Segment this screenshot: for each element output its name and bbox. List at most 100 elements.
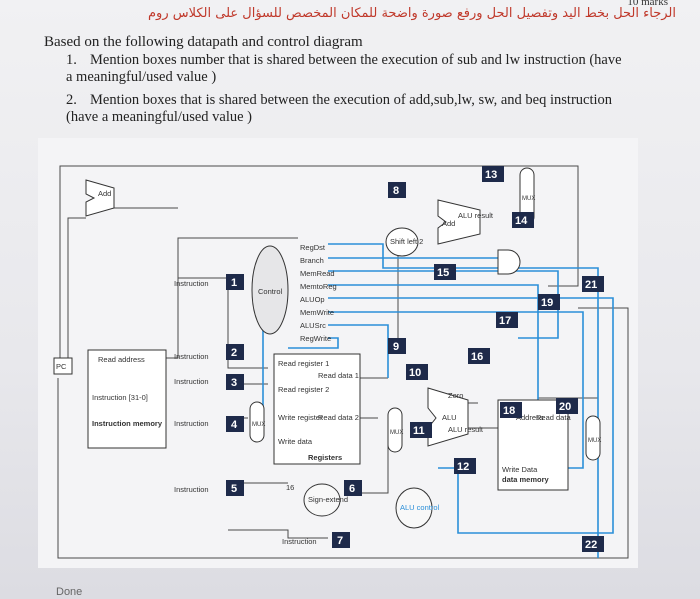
numbered-box-22: 22 — [582, 536, 604, 552]
read-register-1-label: Read register 1 — [278, 359, 329, 368]
svg-text:8: 8 — [393, 185, 399, 197]
instruction-memory — [87, 349, 167, 449]
instruction-field-label: Instruction — [282, 537, 317, 546]
question-intro: Based on the following datapath and cont… — [44, 34, 363, 50]
pc-adder — [85, 179, 115, 217]
instruction-field-label: Instruction — [174, 377, 209, 386]
zero-label: Zero — [448, 391, 463, 400]
data-memory-label: data memory — [502, 475, 550, 484]
numbered-box-12: 12 — [454, 458, 476, 474]
branch-adder — [437, 199, 481, 245]
read-address-label: Read address — [98, 355, 145, 364]
alu-label: ALU — [442, 413, 457, 422]
control-signal: Branch — [300, 256, 324, 265]
numbered-box-15: 15 — [434, 264, 456, 280]
question-item-2: 2.Mention boxes that is shared between t… — [66, 92, 646, 126]
svg-text:21: 21 — [585, 279, 597, 291]
pc-label: PC — [56, 362, 67, 371]
alu-result-label: ALU result — [448, 425, 484, 434]
svg-text:10: 10 — [409, 367, 421, 379]
instruction-memory-label: Instruction memory — [92, 419, 163, 428]
numbered-box-4: 4 — [226, 416, 244, 432]
svg-text:7: 7 — [337, 535, 343, 547]
mux-label: MUX — [522, 196, 535, 202]
numbered-box-13: 13 — [482, 166, 504, 182]
control-unit — [251, 245, 289, 335]
write-data-label: Write data — [278, 437, 313, 446]
marks-label: 10 marks — [627, 0, 668, 8]
control-signal-list: RegDst Branch MemRead MemtoReg ALUOp Mem… — [300, 243, 337, 343]
instruction-field-label: Instruction — [174, 352, 209, 361]
numbered-box-18: 18 — [500, 402, 522, 418]
svg-text:12: 12 — [457, 461, 469, 473]
question-item-1: 1.Mention boxes number that is shared be… — [66, 52, 626, 86]
read-data-2-label: Read data 2 — [318, 413, 359, 422]
svg-text:11: 11 — [413, 425, 425, 437]
question-text: Mention boxes number that is shared betw… — [66, 52, 622, 85]
dm-read-data-label: Read data — [536, 413, 571, 422]
control-signal: ALUSrc — [300, 321, 326, 330]
instruction-field-label: Instruction — [174, 419, 209, 428]
numbered-box-21: 21 — [582, 276, 604, 292]
svg-text:14: 14 — [515, 215, 528, 227]
instruction-field-label: Instruction — [174, 485, 209, 494]
svg-text:19: 19 — [541, 297, 553, 309]
instruction-field-label: Instruction — [174, 279, 209, 288]
numbered-box-9: 9 — [388, 338, 406, 354]
sixteen-label: 16 — [286, 483, 294, 492]
dm-write-data-label: Write Data — [502, 465, 538, 474]
svg-text:16: 16 — [471, 351, 483, 363]
add-alu-label: Add — [442, 219, 455, 228]
read-register-2-label: Read register 2 — [278, 385, 329, 394]
numbered-box-14: 14 — [512, 212, 534, 228]
svg-text:15: 15 — [437, 267, 449, 279]
numbered-box-10: 10 — [406, 364, 428, 380]
read-data-1-label: Read data 1 — [318, 371, 359, 380]
pc-register — [53, 357, 73, 375]
question-number: 2. — [66, 92, 77, 108]
numbered-box-3: 3 — [226, 374, 244, 390]
svg-text:6: 6 — [349, 483, 355, 495]
numbered-box-6: 6 — [344, 480, 362, 496]
svg-text:20: 20 — [559, 401, 571, 413]
instruction-arabic: الرجاء الحل بخط اليد وتفصيل الحل ورفع صو… — [148, 6, 676, 21]
mux-label: MUX — [252, 422, 265, 428]
alu-control-unit — [395, 487, 433, 529]
branch-and-gate — [497, 249, 521, 275]
numbered-box-19: 19 — [538, 294, 560, 310]
numbered-box-7: 7 — [332, 532, 350, 548]
done-label: Done — [56, 586, 83, 598]
instruction-bits-label: Instruction [31-0] — [92, 393, 148, 402]
numbered-box-17: 17 — [496, 312, 518, 328]
svg-text:1: 1 — [231, 277, 237, 289]
question-number: 1. — [66, 52, 77, 68]
register-file — [273, 353, 361, 465]
numbered-box-1: 1 — [226, 274, 244, 290]
control-signal: MemWrite — [300, 308, 334, 317]
svg-text:13: 13 — [485, 169, 497, 181]
numbered-box-11: 11 — [410, 422, 432, 438]
control-signal: RegWrite — [300, 334, 331, 343]
control-signal: RegDst — [300, 243, 326, 252]
datapath-diagram: PC Read address Instruction [31-0] Instr… — [38, 138, 638, 568]
numbered-box-16: 16 — [468, 348, 490, 364]
numbered-box-8: 8 — [388, 182, 406, 198]
dm-address-label: Address — [516, 413, 544, 422]
control-signal: MemRead — [300, 269, 335, 278]
memtoreg-mux — [585, 415, 601, 461]
mux-label: MUX — [390, 430, 403, 436]
control-signal: MemtoReg — [300, 282, 337, 291]
alusrc-mux — [387, 407, 403, 453]
svg-text:9: 9 — [393, 341, 399, 353]
shift-left-unit — [385, 227, 419, 257]
svg-text:3: 3 — [231, 377, 237, 389]
sign-extend-label: Sign-extend — [308, 495, 348, 504]
control-signal: ALUOp — [300, 295, 325, 304]
add-label: Add — [98, 189, 111, 198]
shift-left-label: Shift left 2 — [390, 237, 423, 246]
svg-text:18: 18 — [503, 405, 515, 417]
wires — [57, 165, 629, 559]
write-register-label: Write register — [278, 413, 323, 422]
registers-label: Registers — [308, 453, 342, 462]
svg-text:22: 22 — [585, 539, 597, 551]
